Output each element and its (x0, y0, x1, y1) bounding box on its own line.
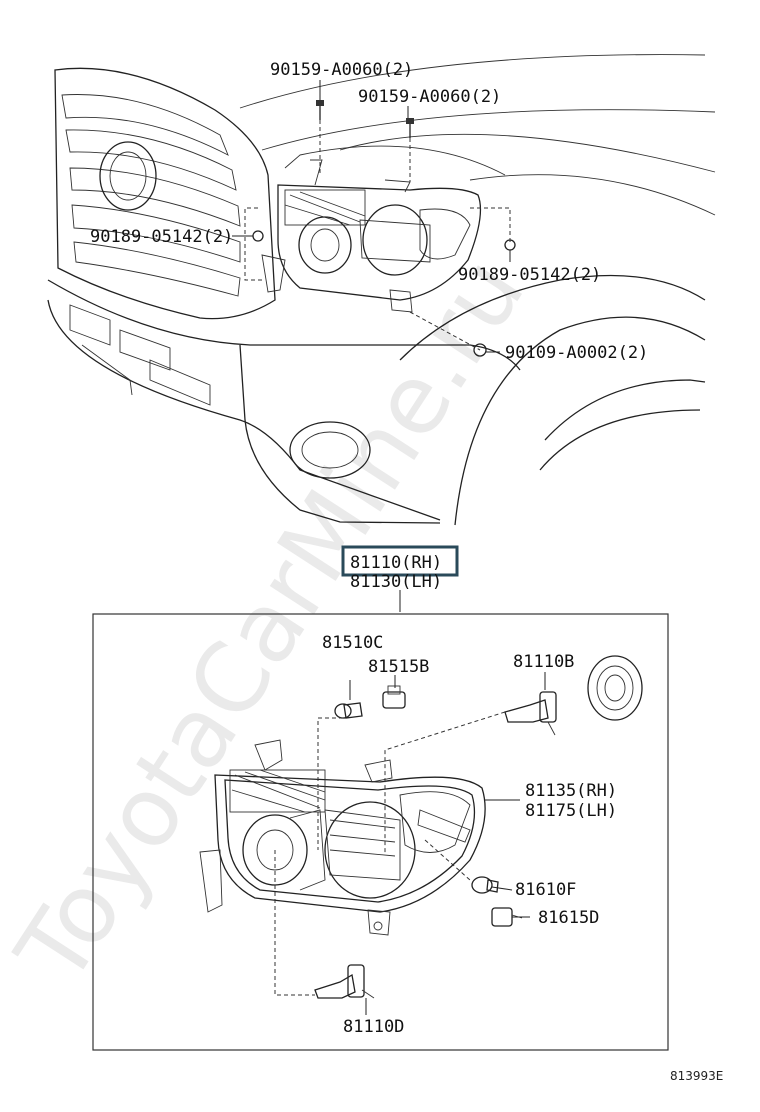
callout-bulb-main: 81110B (513, 652, 574, 672)
screw-icon (473, 343, 487, 357)
bolt-icon (316, 100, 324, 120)
figure-id: 813993E (670, 1069, 723, 1083)
callout-bulb-f: 81610F (515, 880, 576, 900)
callout-assembly-rh: 81110(RH) (350, 553, 442, 573)
callout-bulb-b: 81515B (368, 657, 429, 677)
callout-bolt-right: 90159-A0060(2) (358, 87, 501, 107)
fog-lamp (289, 421, 371, 479)
low-beam-bulb-icon (314, 964, 375, 999)
assembly-frame (92, 613, 669, 1051)
vehicle-front-illustration (47, 54, 716, 526)
bolt-icon (406, 118, 414, 138)
callout-clip-left: 90189-05142(2) (90, 227, 233, 247)
callout-bulb-low: 81110D (343, 1017, 404, 1037)
assembly-highlight-box (341, 545, 459, 577)
socket-icon (382, 685, 406, 709)
callout-assembly-lh: 81130(LH) (350, 572, 442, 592)
headlamp-assembly (199, 739, 486, 936)
side-bulb-icon (471, 876, 499, 894)
callout-clip-right: 90189-05142(2) (458, 265, 601, 285)
main-bulb-icon (504, 691, 557, 736)
watermark: ToyotaCarMine.ru (0, 238, 546, 1003)
callout-housing-lh: 81175(LH) (525, 801, 617, 821)
clip-icon (252, 230, 264, 242)
emblem (99, 141, 157, 211)
callout-socket-c: 81510C (322, 633, 383, 653)
callout-socket-d: 81615D (538, 908, 599, 928)
callout-bolt-left: 90159-A0060(2) (270, 60, 413, 80)
installed-headlamp (261, 159, 482, 313)
callout-housing-rh: 81135(RH) (525, 781, 617, 801)
bulb-icon (334, 702, 363, 719)
callout-screw: 90109-A0002(2) (505, 343, 648, 363)
dust-cover-icon (587, 655, 643, 721)
